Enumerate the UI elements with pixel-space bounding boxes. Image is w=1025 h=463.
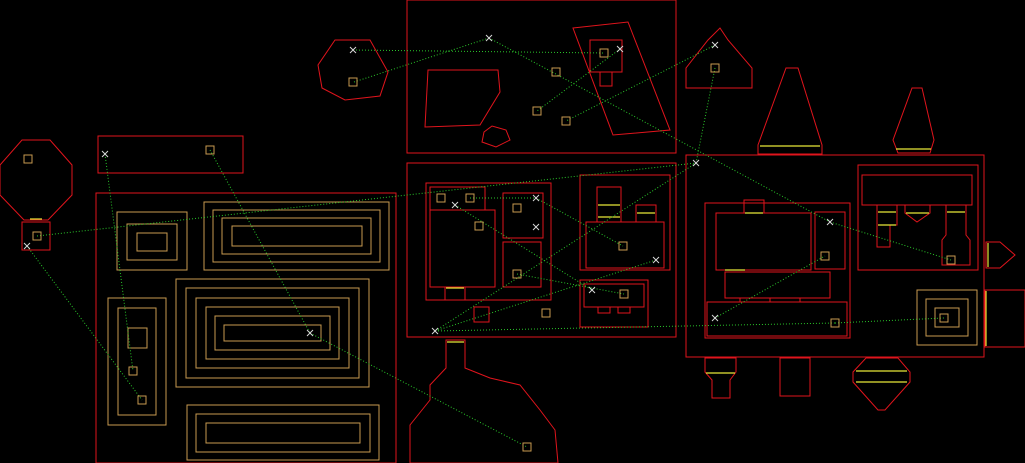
square-marker-icon (551, 67, 561, 77)
x-marker-icon (23, 242, 31, 250)
square-marker-icon (946, 255, 956, 265)
north-hut-room (685, 27, 753, 89)
south-cave (409, 339, 559, 463)
north-corridor-room (97, 135, 244, 174)
central-room (406, 162, 677, 338)
x-marker-icon (711, 41, 719, 49)
west-octagon-room (0, 139, 73, 251)
square-marker-icon (830, 318, 840, 328)
x-marker-icon (101, 150, 109, 158)
square-marker-icon (618, 241, 628, 251)
north-hexagon-room (317, 39, 389, 101)
teleport-links (26, 37, 952, 448)
x-marker-icon (451, 201, 459, 209)
x-marker-icon (349, 46, 357, 54)
x-marker-icon (588, 286, 596, 294)
square-marker-icon (436, 193, 446, 203)
square-marker-icon (348, 77, 358, 87)
square-marker-icon (532, 106, 542, 116)
x-marker-icon (826, 218, 834, 226)
square-marker-icon (465, 193, 475, 203)
square-marker-icon (205, 145, 215, 155)
square-marker-icon (541, 308, 551, 318)
square-marker-icon (710, 63, 720, 73)
x-marker-icon (711, 314, 719, 322)
x-marker-icon (652, 256, 660, 264)
pillars (757, 67, 935, 155)
square-marker-icon (820, 251, 830, 261)
x-marker-icon (306, 329, 314, 337)
x-marker-icon (616, 45, 624, 53)
x-marker-icon (532, 223, 540, 231)
west-big-room (95, 192, 397, 463)
x-marker-icon (692, 159, 700, 167)
x-marker-icon (485, 34, 493, 42)
square-marker-icon (599, 48, 609, 58)
square-marker-icon (23, 154, 33, 164)
east-room (685, 154, 1025, 358)
x-marker-icon (431, 327, 439, 335)
square-marker-icon (522, 442, 532, 452)
square-marker-icon (32, 231, 42, 241)
square-marker-icon (561, 116, 571, 126)
square-marker-icon (619, 289, 629, 299)
north-central-room (406, 0, 677, 154)
square-marker-icon (512, 203, 522, 213)
south-east-shapes (704, 357, 911, 411)
things (23, 34, 956, 452)
square-marker-icon (939, 313, 949, 323)
square-marker-icon (474, 221, 484, 231)
square-marker-icon (512, 269, 522, 279)
square-marker-icon (137, 395, 147, 405)
square-marker-icon (128, 366, 138, 376)
x-marker-icon (532, 194, 540, 202)
